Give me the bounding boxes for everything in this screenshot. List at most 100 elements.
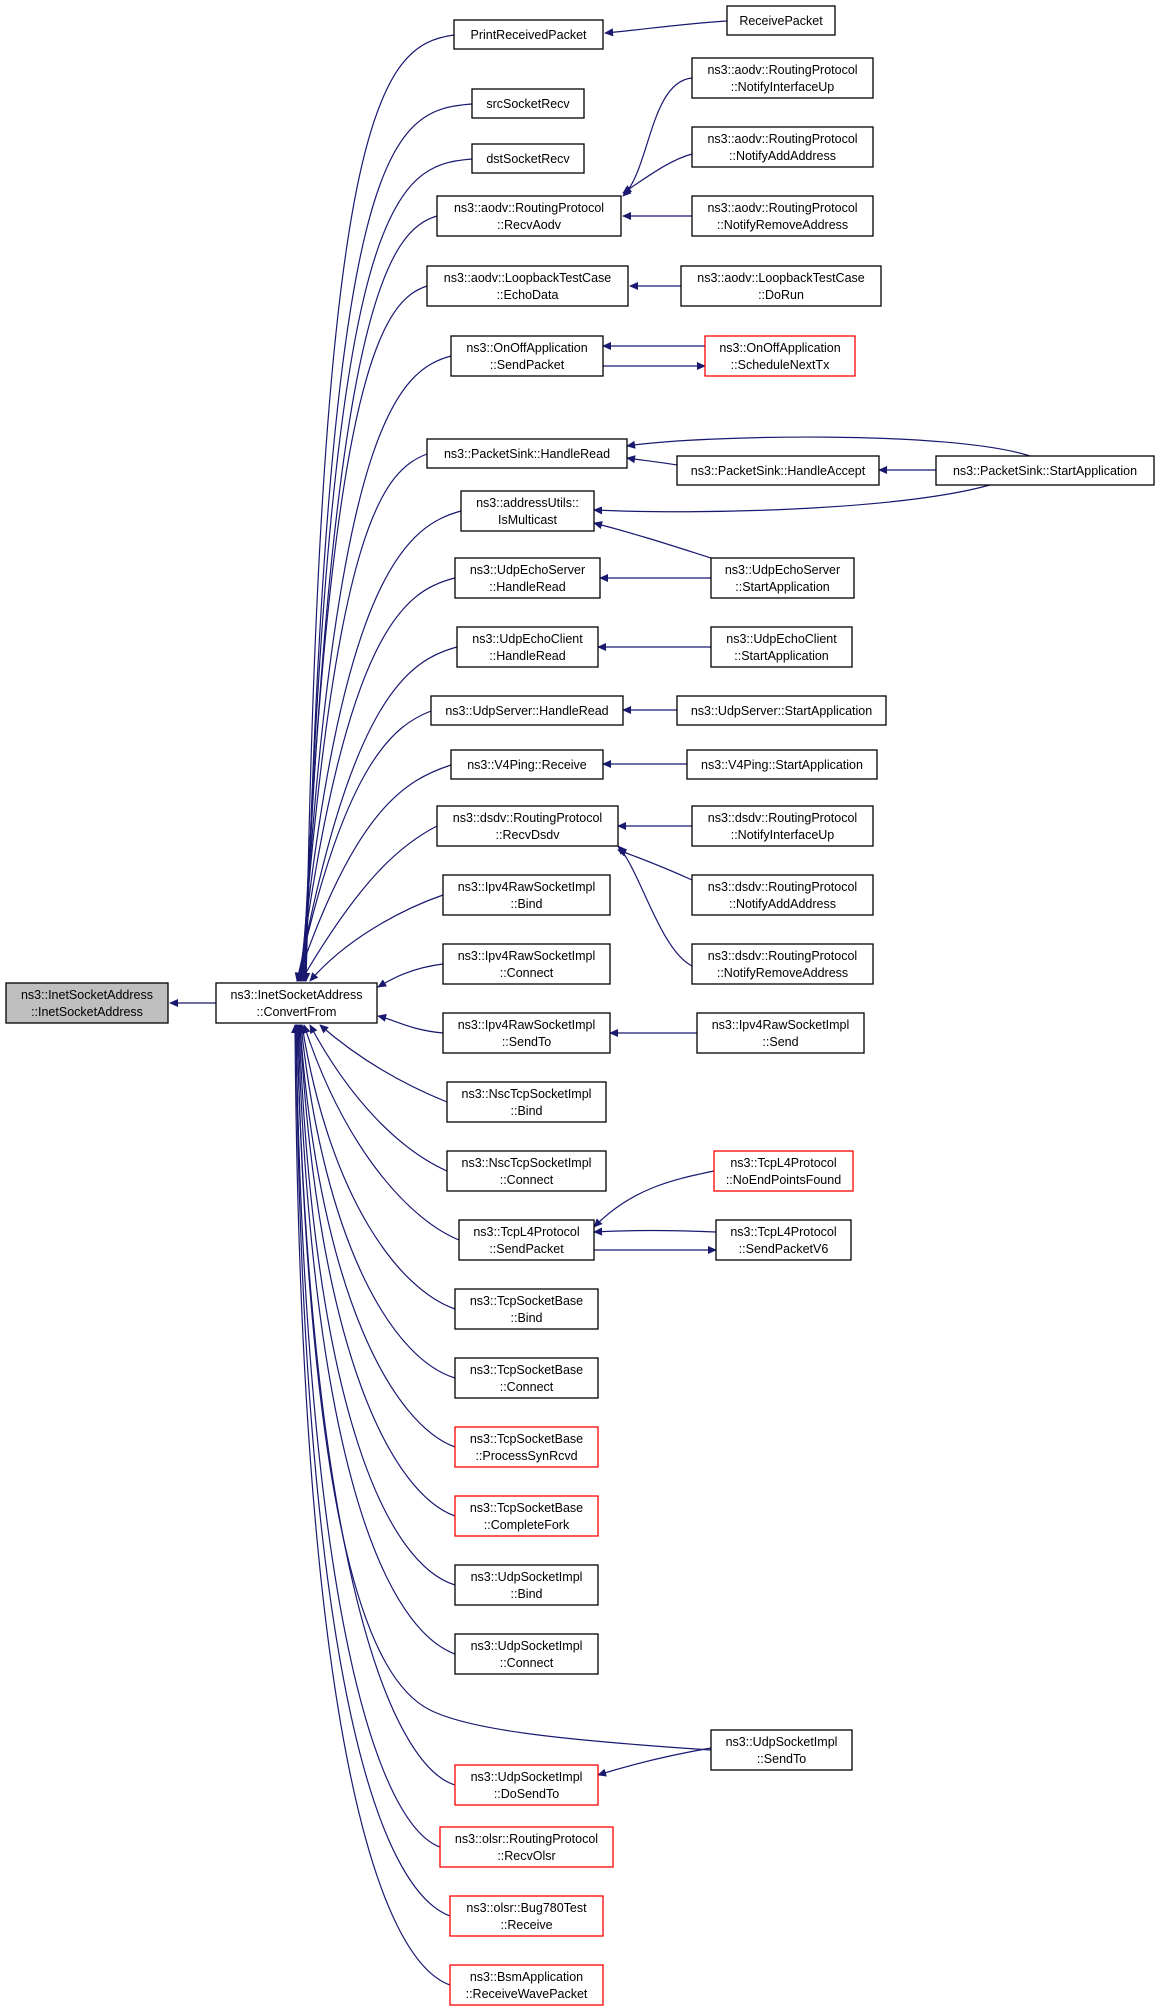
node-label-line: ns3::UdpSocketImpl	[471, 1770, 583, 1784]
caller-function-node[interactable]: ns3::NscTcpSocketImpl::Bind	[446, 1081, 607, 1123]
caller-function-node[interactable]: srcSocketRecv	[471, 88, 585, 119]
node-label-line: IsMulticast	[498, 513, 558, 527]
caller-function-node[interactable]: ns3::OnOffApplication::SendPacket	[450, 335, 604, 377]
caller-function-node[interactable]: ReceivePacket	[726, 5, 836, 36]
caller-function-node[interactable]: ns3::UdpServer::StartApplication	[676, 695, 887, 726]
node-box	[691, 943, 874, 985]
node-box	[5, 982, 169, 1024]
caller-function-node[interactable]: ns3::Ipv4RawSocketImpl::Bind	[442, 874, 611, 916]
caller-function-node[interactable]: ns3::TcpSocketBase::ProcessSynRcvd	[454, 1426, 599, 1468]
node-box	[439, 1826, 614, 1868]
caller-function-node[interactable]: ns3::TcpSocketBase::Bind	[454, 1288, 599, 1330]
node-box	[676, 455, 880, 486]
caller-function-node[interactable]: ns3::Ipv4RawSocketImpl::SendTo	[442, 1012, 611, 1054]
node-label-line: ::NotifyRemoveAddress	[717, 218, 848, 232]
caller-function-node[interactable]: ns3::olsr::Bug780Test::Receive	[449, 1895, 604, 1937]
node-label-line: ns3::NscTcpSocketImpl	[462, 1087, 592, 1101]
node-box	[471, 143, 585, 174]
root-function-node[interactable]: ns3::InetSocketAddress::InetSocketAddres…	[5, 982, 169, 1024]
node-label-line: ns3::UdpSocketImpl	[471, 1639, 583, 1653]
caller-function-node[interactable]: ns3::UdpSocketImpl::Connect	[454, 1633, 599, 1675]
caller-function-node[interactable]: PrintReceivedPacket	[453, 19, 604, 50]
caller-function-node[interactable]: ns3::TcpSocketBase::Connect	[454, 1357, 599, 1399]
node-label-line: ns3::InetSocketAddress	[230, 988, 362, 1002]
node-label-line: ns3::olsr::Bug780Test	[466, 1901, 587, 1915]
node-label-line: ::Connect	[500, 1656, 554, 1670]
caller-function-node[interactable]: ns3::olsr::RoutingProtocol::RecvOlsr	[439, 1826, 614, 1868]
caller-function-node[interactable]: ns3::addressUtils::IsMulticast	[460, 490, 595, 532]
node-box	[446, 1150, 607, 1192]
edge-n16-to-n14	[626, 436, 1031, 457]
caller-function-node[interactable]: ns3::PacketSink::HandleAccept	[676, 455, 880, 486]
node-box	[710, 1729, 853, 1771]
node-box	[450, 749, 604, 780]
node-label-line: ns3::UdpEchoClient	[472, 632, 583, 646]
node-label-line: ns3::PacketSink::HandleAccept	[691, 464, 866, 478]
caller-function-node[interactable]: ns3::TcpL4Protocol::NoEndPointsFound	[713, 1150, 854, 1192]
node-label-line: ns3::PacketSink::HandleRead	[444, 447, 610, 461]
caller-function-node[interactable]: ns3::aodv::RoutingProtocol::NotifyAddAdd…	[691, 126, 874, 168]
node-label-line: ::Bind	[511, 1587, 543, 1601]
caller-function-node[interactable]: ns3::UdpEchoClient::HandleRead	[456, 626, 599, 668]
caller-function-node[interactable]: ns3::PacketSink::HandleRead	[426, 438, 628, 469]
caller-function-node[interactable]: ns3::aodv::RoutingProtocol::NotifyInterf…	[691, 57, 874, 99]
edge-n14-to-n1	[297, 453, 428, 982]
caller-function-node[interactable]: ns3::TcpSocketBase::CompleteFork	[454, 1495, 599, 1537]
caller-function-node[interactable]: ns3::BsmApplication::ReceiveWavePacket	[449, 1964, 604, 2006]
node-label-line: ns3::V4Ping::StartApplication	[701, 758, 863, 772]
caller-function-node[interactable]: dstSocketRecv	[471, 143, 585, 174]
caller-function-node[interactable]: ns3::aodv::RoutingProtocol::RecvAodv	[436, 195, 622, 237]
caller-function-node[interactable]: ns3::dsdv::RoutingProtocol::NotifyAddAdd…	[691, 874, 874, 916]
caller-function-node[interactable]: ns3::UdpEchoClient::StartApplication	[710, 626, 853, 668]
edge-n45-to-n1	[293, 1024, 712, 1751]
node-box	[704, 335, 856, 377]
caller-function-node[interactable]: ns3::UdpEchoServer::HandleRead	[454, 557, 601, 599]
caller-function-node[interactable]: ns3::UdpEchoServer::StartApplication	[710, 557, 855, 599]
node-label-line: ns3::aodv::LoopbackTestCase	[697, 271, 865, 285]
caller-function-node[interactable]: ns3::NscTcpSocketImpl::Connect	[446, 1150, 607, 1192]
caller-function-node[interactable]: ns3::Ipv4RawSocketImpl::Send	[696, 1012, 865, 1054]
caller-function-node[interactable]: ns3::Ipv4RawSocketImpl::Connect	[442, 943, 611, 985]
edge-n43-to-n1	[295, 1024, 456, 1586]
edge-n16-to-n17	[593, 484, 991, 515]
node-label-line: ::Bind	[511, 897, 543, 911]
node-label-line: ::SendPacket	[490, 358, 565, 372]
caller-function-node[interactable]: ns3::V4Ping::Receive	[450, 749, 604, 780]
caller-function-node[interactable]: ns3::aodv::LoopbackTestCase::DoRun	[680, 265, 882, 307]
caller-function-node[interactable]: ns3::V4Ping::StartApplication	[686, 749, 878, 780]
node-label-line: ns3::UdpEchoClient	[726, 632, 837, 646]
node-label-line: ::SendTo	[757, 1752, 806, 1766]
caller-function-node[interactable]: ns3::UdpSocketImpl::Bind	[454, 1564, 599, 1606]
node-label-line: ::DoRun	[758, 288, 804, 302]
caller-function-node[interactable]: ns3::UdpServer::HandleRead	[430, 695, 624, 726]
node-label-line: ns3::UdpEchoServer	[725, 563, 840, 577]
node-label-line: ns3::UdpEchoServer	[470, 563, 585, 577]
node-box	[710, 626, 853, 668]
node-label-line: ns3::Ipv4RawSocketImpl	[458, 1018, 596, 1032]
node-label-line: ::Connect	[500, 966, 554, 980]
caller-function-node[interactable]: ns3::dsdv::RoutingProtocol::NotifyRemove…	[691, 943, 874, 985]
caller-function-node[interactable]: ns3::PacketSink::StartApplication	[935, 455, 1155, 486]
node-label-line: ns3::TcpL4Protocol	[730, 1156, 836, 1170]
node-box	[454, 1495, 599, 1537]
caller-function-node[interactable]: ns3::UdpSocketImpl::SendTo	[710, 1729, 853, 1771]
caller-function-node[interactable]: ns3::TcpL4Protocol::SendPacketV6	[715, 1219, 852, 1261]
node-label-line: ::CompleteFork	[484, 1518, 570, 1532]
edge-n26-to-n1	[300, 825, 438, 982]
caller-function-node[interactable]: ns3::dsdv::RoutingProtocol::NotifyInterf…	[691, 805, 874, 847]
node-label-line: ::InetSocketAddress	[31, 1005, 143, 1019]
node-label-line: ns3::UdpSocketImpl	[471, 1570, 583, 1584]
edge-n24-to-n1	[295, 764, 452, 982]
node-label-line: ns3::OnOffApplication	[466, 341, 587, 355]
caller-function-node[interactable]: ns3::OnOffApplication::ScheduleNextTx	[704, 335, 856, 377]
node-box	[454, 1564, 599, 1606]
caller-function-node[interactable]: ns3::TcpL4Protocol::SendPacket	[458, 1219, 595, 1261]
node-box	[430, 695, 624, 726]
caller-function-node[interactable]: ns3::InetSocketAddress::ConvertFrom	[215, 982, 378, 1024]
caller-function-node[interactable]: ns3::aodv::LoopbackTestCase::EchoData	[426, 265, 629, 307]
node-box	[696, 1012, 865, 1054]
caller-function-node[interactable]: ns3::dsdv::RoutingProtocol::RecvDsdv	[436, 805, 619, 847]
caller-function-node[interactable]: ns3::aodv::RoutingProtocol::NotifyRemove…	[691, 195, 874, 237]
edge-n45-to-n46	[597, 1747, 712, 1777]
caller-function-node[interactable]: ns3::UdpSocketImpl::DoSendTo	[454, 1764, 599, 1806]
